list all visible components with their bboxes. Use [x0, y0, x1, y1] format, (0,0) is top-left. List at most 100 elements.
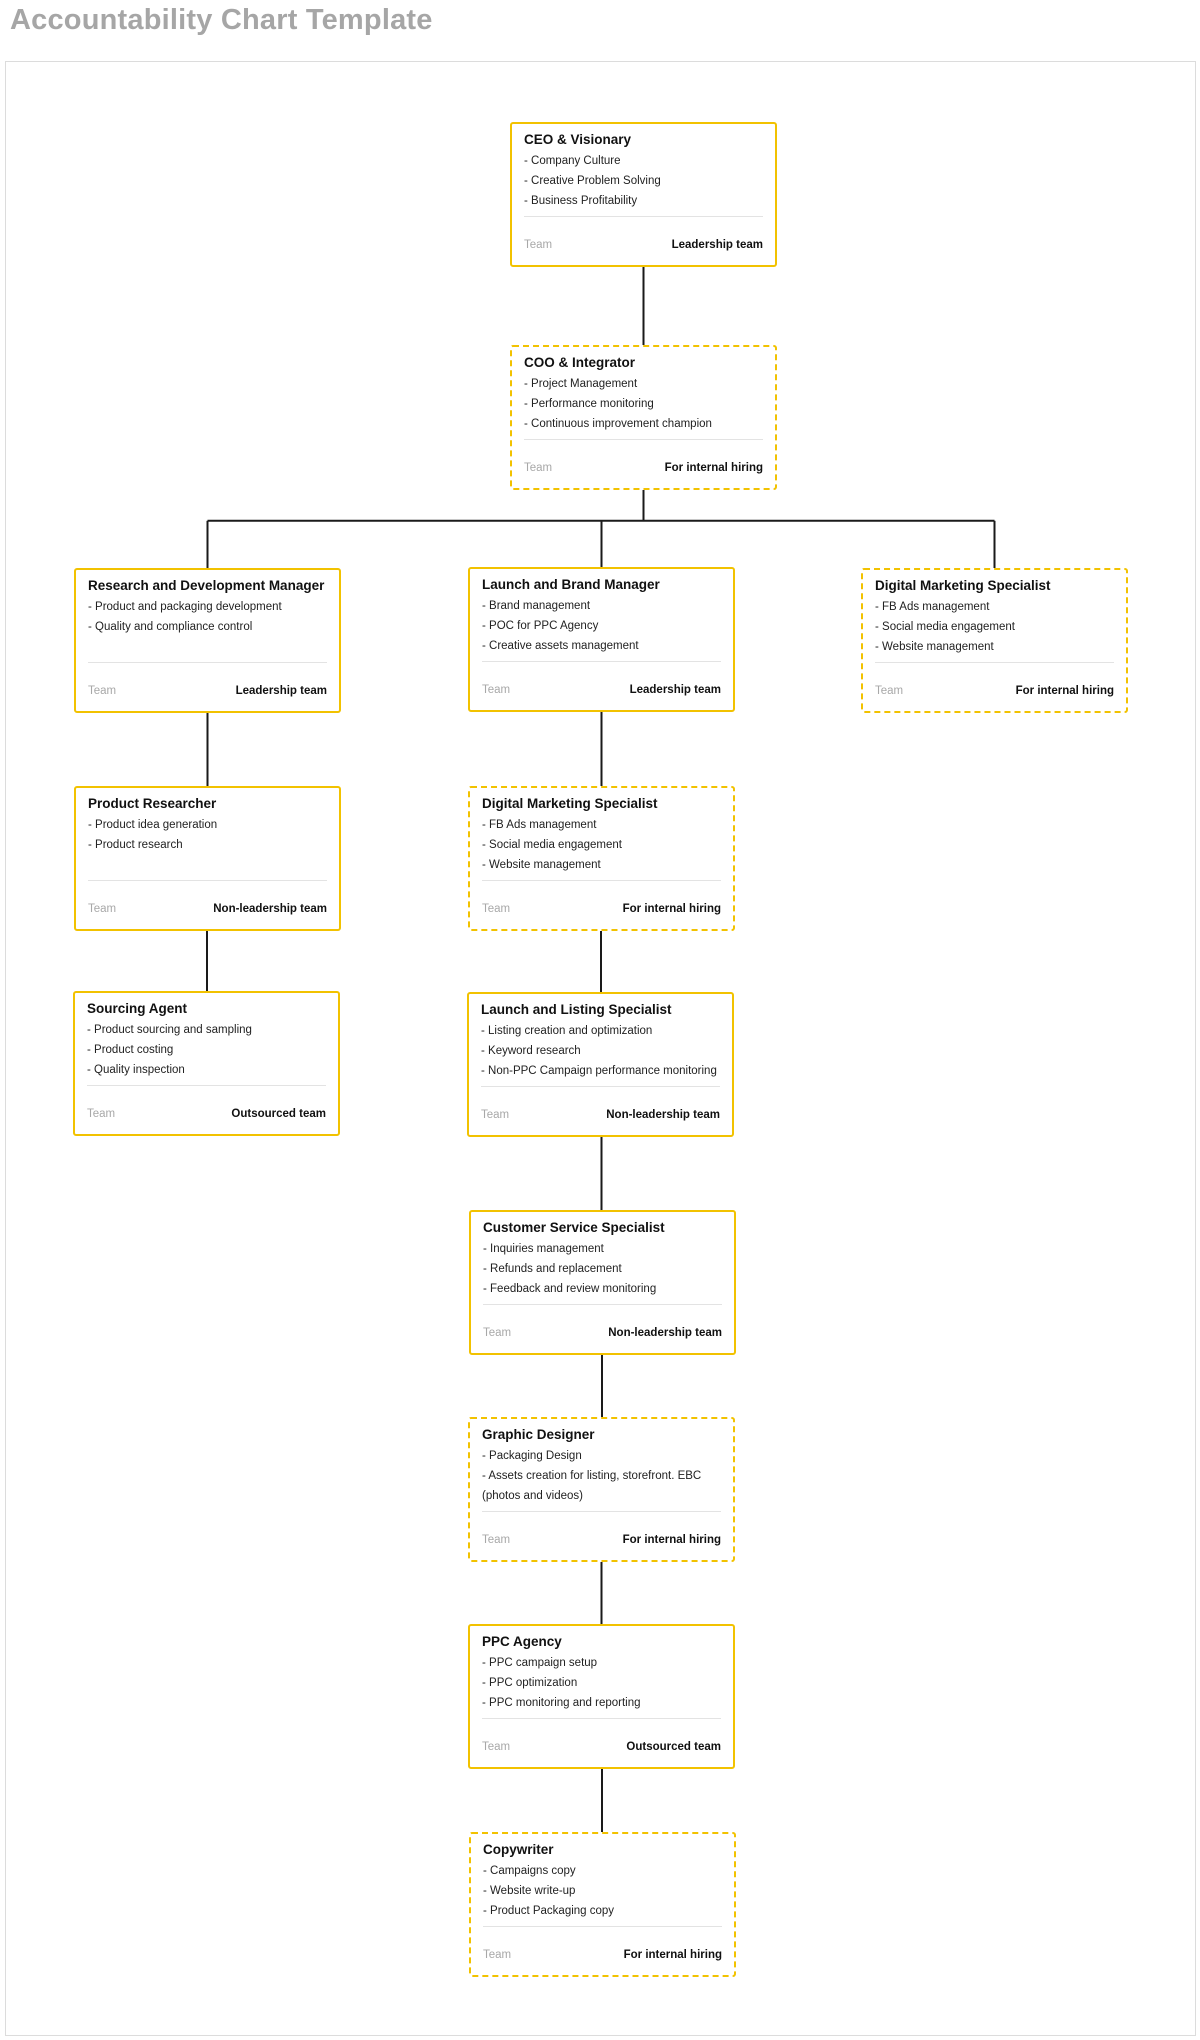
accountability-item: - Company Culture — [524, 155, 621, 167]
role-card-sourcing-agent[interactable]: Sourcing Agent - Product sourcing and sam… — [73, 991, 340, 1136]
team-label: Team — [87, 1108, 116, 1120]
accountability-item: - Product and packaging development — [88, 601, 282, 613]
accountability-list: - PPC campaign setup- PPC optimization- … — [482, 1653, 721, 1713]
accountability-item: - Website write-up — [483, 1885, 576, 1897]
team-label: Team — [482, 684, 511, 696]
role-card-dms-center[interactable]: Digital Marketing Specialist - FB Ads man… — [468, 786, 735, 931]
role-title: Graphic Designer — [482, 1427, 595, 1442]
card-divider — [524, 216, 763, 217]
role-card-launch-listing[interactable]: Launch and Listing Specialist - Listing c… — [467, 992, 734, 1137]
role-title: Launch and Listing Specialist — [481, 1002, 672, 1017]
card-footer: Team For internal hiring — [482, 903, 721, 915]
role-card-rnd[interactable]: Research and Development Manager- Produc… — [74, 568, 341, 713]
team-label: Team — [482, 903, 511, 915]
card-footer: Team Non-leadership team — [483, 1327, 722, 1339]
card-divider — [481, 1086, 720, 1087]
page-title: Accountability Chart Template — [10, 4, 433, 36]
accountability-list: - Product sourcing and sampling - Product… — [87, 1020, 326, 1080]
accountability-item: - Quality and compliance control — [88, 621, 253, 633]
accountability-item: - Packaging Design — [482, 1450, 582, 1462]
accountability-item: - Product sourcing and sampling — [87, 1024, 252, 1036]
accountability-list: - Listing creation and optimization- Key… — [481, 1021, 720, 1081]
team-type: Non-leadership team — [608, 1327, 722, 1339]
role-card-product-researcher[interactable]: Product Researcher- Product idea generat… — [74, 786, 341, 931]
accountability-item: - Creative Problem Solving — [524, 175, 661, 187]
accountability-item: - Social media engagement — [875, 621, 1015, 633]
accountability-item: - Product research — [88, 839, 183, 851]
team-type: For internal hiring — [664, 462, 763, 474]
accountability-list: - Packaging Design- Assets creation for … — [482, 1446, 721, 1506]
card-divider — [482, 880, 721, 881]
team-type: Non-leadership team — [213, 903, 327, 915]
role-card-dms-right[interactable]: Digital Marketing Specialist - FB Ads man… — [861, 568, 1128, 713]
card-footer: Team For internal hiring — [875, 685, 1114, 697]
role-card-launch-brand[interactable]: Launch and Brand Manager - Brand manageme… — [468, 567, 735, 712]
team-type: Non-leadership team — [606, 1109, 720, 1121]
accountability-item: - Website management — [875, 641, 994, 653]
accountability-item: - PPC monitoring and reporting — [482, 1697, 641, 1709]
role-card-coo[interactable]: COO & Integrator - Project Management - Pe… — [510, 345, 777, 490]
card-divider — [87, 1085, 326, 1086]
role-title: Customer Service Specialist — [483, 1220, 665, 1235]
card-divider — [875, 662, 1114, 663]
role-title: Copywriter — [483, 1842, 554, 1857]
role-card-ceo[interactable]: CEO & Visionary - Company Culture - Creati… — [510, 122, 777, 267]
card-divider — [482, 1718, 721, 1719]
accountability-item: - Performance monitoring — [524, 398, 654, 410]
role-title: Digital Marketing Specialist — [482, 796, 658, 811]
team-type: For internal hiring — [622, 903, 721, 915]
card-divider — [482, 1511, 721, 1512]
role-card-customer-service[interactable]: Customer Service Specialist - Inquiries m… — [469, 1210, 736, 1355]
card-divider — [524, 439, 763, 440]
team-label: Team — [875, 685, 904, 697]
card-footer: Team Outsourced team — [87, 1108, 326, 1120]
role-title: Launch and Brand Manager — [482, 577, 660, 592]
accountability-list: - Campaigns copy - Website write-up - Prod… — [483, 1861, 722, 1921]
accountability-item: - Campaigns copy — [483, 1865, 576, 1877]
accountability-item: - POC for PPC Agency — [482, 620, 599, 632]
team-label: Team — [524, 239, 553, 251]
accountability-list: - Product and packaging development - Qua… — [88, 597, 327, 637]
accountability-item: - Product Packaging copy — [483, 1905, 615, 1917]
accountability-item: - FB Ads management — [482, 819, 597, 831]
team-label: Team — [483, 1949, 512, 1961]
accountability-item: - Creative assets management — [482, 640, 639, 652]
team-label: Team — [481, 1109, 510, 1121]
team-label: Team — [524, 462, 553, 474]
card-divider — [88, 880, 327, 881]
team-type: For internal hiring — [622, 1534, 721, 1546]
card-footer: Team For internal hiring — [524, 462, 763, 474]
card-footer: Team Outsourced team — [482, 1741, 721, 1753]
team-type: For internal hiring — [623, 1949, 722, 1961]
accountability-item: - Listing creation and optimization — [481, 1025, 653, 1037]
card-divider — [483, 1304, 722, 1305]
team-label: Team — [88, 685, 117, 697]
team-type: Leadership team — [235, 685, 327, 697]
accountability-item: - Website management — [482, 859, 601, 871]
role-card-ppc-agency[interactable]: PPC Agency- PPC campaign setup- PPC opti… — [468, 1624, 735, 1769]
accountability-list: - Brand management- POC for PPC Agency- … — [482, 596, 721, 656]
accountability-item: - Quality inspection — [87, 1064, 185, 1076]
accountability-list: - Company Culture - Creative Problem Solv… — [524, 151, 763, 211]
team-type: For internal hiring — [1015, 685, 1114, 697]
accountability-item: - Project Management — [524, 378, 638, 390]
team-type: Outsourced team — [626, 1741, 721, 1753]
role-card-copywriter[interactable]: Copywriter - Campaigns copy - Website writ… — [469, 1832, 736, 1977]
team-label: Team — [483, 1327, 512, 1339]
team-type: Outsourced team — [231, 1108, 326, 1120]
accountability-list: - Inquiries management- Refunds and repl… — [483, 1239, 722, 1299]
accountability-item: - PPC campaign setup — [482, 1657, 598, 1669]
accountability-item: - Product costing — [87, 1044, 174, 1056]
role-title: CEO & Visionary — [524, 132, 632, 147]
role-title: Sourcing Agent — [87, 1001, 187, 1016]
accountability-list: - FB Ads management- Social media engage… — [875, 597, 1114, 657]
card-footer: Team Leadership team — [88, 685, 327, 697]
role-title: Digital Marketing Specialist — [875, 578, 1051, 593]
role-card-graphic-designer[interactable]: Graphic Designer - Packaging Design- Asse… — [468, 1417, 735, 1562]
team-label: Team — [482, 1741, 511, 1753]
role-title: COO & Integrator — [524, 355, 636, 370]
